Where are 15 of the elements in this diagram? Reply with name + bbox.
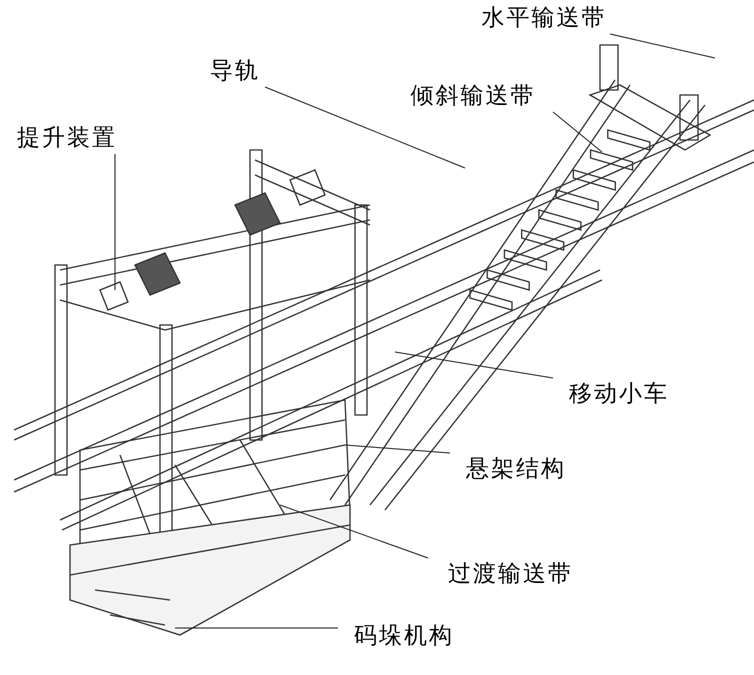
leader-line bbox=[610, 34, 716, 58]
leader-line bbox=[264, 86, 466, 168]
part-label: 码垛机构 bbox=[354, 624, 454, 648]
part-label: 水平输送带 bbox=[482, 6, 606, 30]
leader-line bbox=[114, 154, 116, 290]
part-label: 导轨 bbox=[210, 60, 260, 82]
part-label: 过渡输送带 bbox=[448, 562, 573, 586]
leader-line bbox=[394, 352, 554, 378]
part-label: 移动小车 bbox=[569, 382, 669, 406]
leader-line bbox=[552, 112, 602, 152]
part-label: 倾斜输送带 bbox=[410, 84, 536, 108]
leader-line bbox=[344, 444, 450, 454]
part-label: 悬架结构 bbox=[466, 458, 566, 480]
leader-line bbox=[280, 504, 428, 558]
part-label: 提升装置 bbox=[17, 126, 117, 150]
